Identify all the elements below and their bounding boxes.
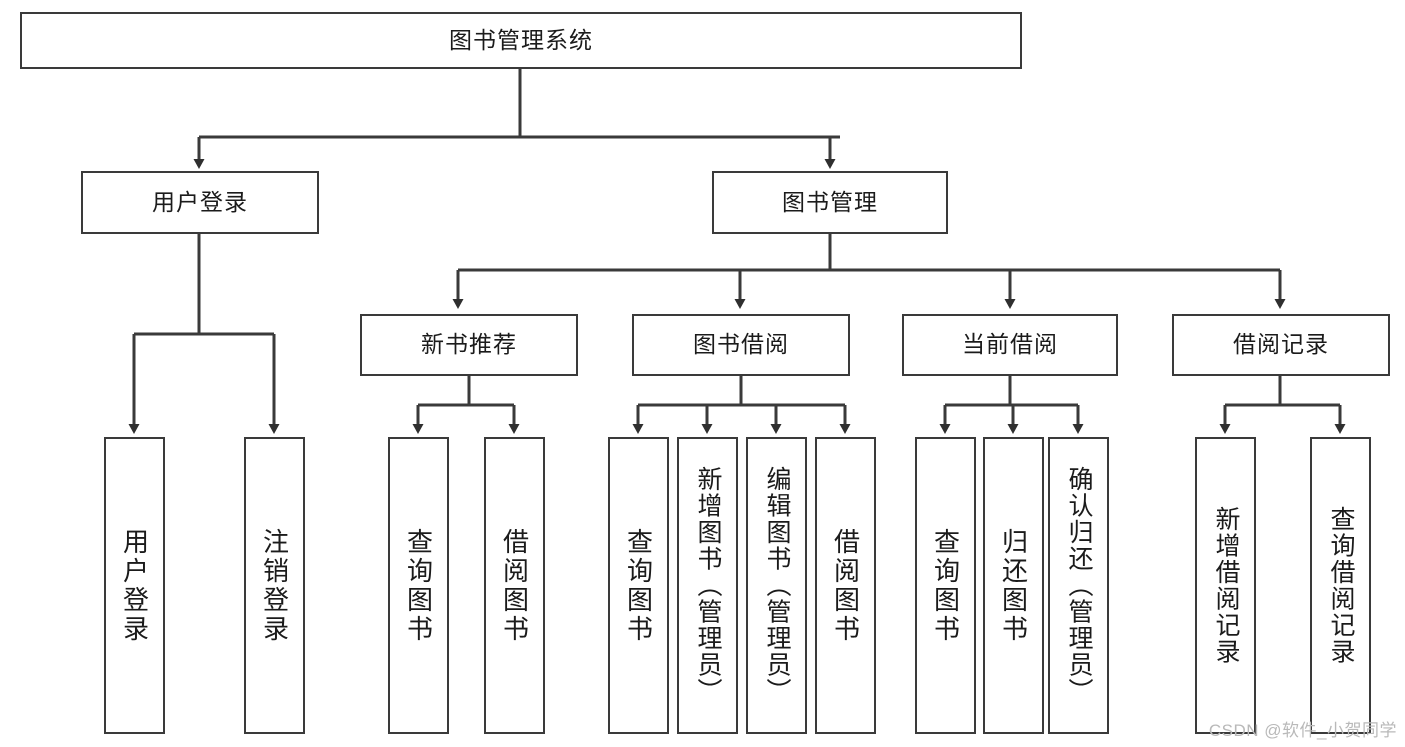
node-leaf-borrow-book-2[interactable]: 借阅图书 [815, 437, 876, 734]
node-leaf-edit-book[interactable]: 编辑图书（管理员） [746, 437, 807, 734]
node-label: 注销登录 [259, 527, 290, 644]
node-leaf-confirm-return[interactable]: 确认归还（管理员） [1048, 437, 1109, 734]
node-leaf-borrow-book-1[interactable]: 借阅图书 [484, 437, 545, 734]
node-book-management[interactable]: 图书管理 [712, 171, 948, 234]
node-label: 图书管理 [782, 188, 878, 215]
node-book-borrow[interactable]: 图书借阅 [632, 314, 850, 376]
node-label: 查询图书 [623, 527, 654, 644]
node-leaf-add-record[interactable]: 新增借阅记录 [1195, 437, 1256, 734]
node-book-management-system[interactable]: 图书管理系统 [20, 12, 1022, 69]
node-label: 查询借阅记录 [1327, 506, 1355, 665]
node-label: 借阅图书 [499, 527, 530, 644]
node-leaf-add-book[interactable]: 新增图书（管理员） [677, 437, 738, 734]
node-leaf-query-book-2[interactable]: 查询图书 [608, 437, 669, 734]
node-label: 当前借阅 [962, 331, 1058, 358]
node-label: 确认归还（管理员） [1065, 466, 1093, 705]
node-label: 新书推荐 [421, 331, 517, 358]
node-leaf-user-login[interactable]: 用户登录 [104, 437, 165, 734]
node-label: 查询图书 [403, 527, 434, 644]
node-label: 用户登录 [119, 527, 150, 644]
node-leaf-return-book[interactable]: 归还图书 [983, 437, 1044, 734]
node-borrow-record[interactable]: 借阅记录 [1172, 314, 1390, 376]
node-label: 编辑图书（管理员） [763, 466, 791, 705]
node-label: 查询图书 [930, 527, 961, 644]
node-label: 借阅记录 [1233, 331, 1329, 358]
node-leaf-query-record[interactable]: 查询借阅记录 [1310, 437, 1371, 734]
node-current-borrow[interactable]: 当前借阅 [902, 314, 1118, 376]
node-label: 借阅图书 [830, 527, 861, 644]
node-new-book-recommend[interactable]: 新书推荐 [360, 314, 578, 376]
node-label: 新增图书（管理员） [694, 466, 722, 705]
node-leaf-query-book-3[interactable]: 查询图书 [915, 437, 976, 734]
node-label: 新增借阅记录 [1212, 506, 1240, 665]
node-label: 图书借阅 [693, 331, 789, 358]
node-leaf-query-book-1[interactable]: 查询图书 [388, 437, 449, 734]
node-label: 归还图书 [998, 527, 1029, 644]
node-leaf-logout-login[interactable]: 注销登录 [244, 437, 305, 734]
node-user-login[interactable]: 用户登录 [81, 171, 319, 234]
node-label: 用户登录 [152, 188, 248, 215]
node-label: 图书管理系统 [449, 26, 593, 53]
